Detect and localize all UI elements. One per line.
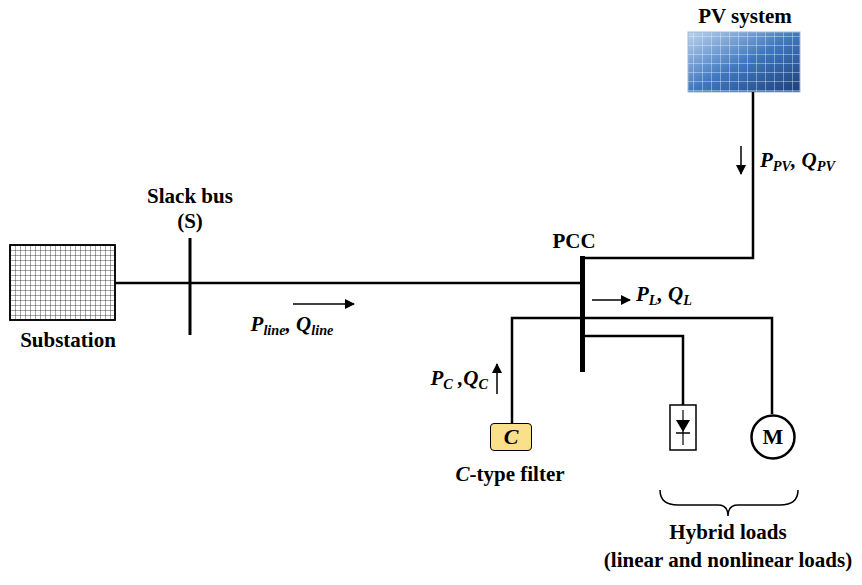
load-caption: Hybrid loads <box>669 520 786 544</box>
subscript: PV <box>817 158 835 174</box>
label-text: Substation <box>20 328 116 352</box>
pv-line <box>583 92 753 258</box>
substation-label: Substation <box>20 328 116 352</box>
filter-box: C <box>490 423 532 451</box>
label-text: PCC <box>552 229 595 253</box>
slack-bus-bar <box>189 238 192 335</box>
subscript: L <box>683 292 692 308</box>
substation-grid <box>10 245 115 320</box>
label-text: PV system <box>698 4 792 28</box>
feeder-line <box>115 282 583 285</box>
label-text: ,Q <box>453 366 479 390</box>
flow-arrow <box>496 364 498 394</box>
subscript: line <box>263 322 285 338</box>
bus-label: PCC <box>552 229 595 253</box>
subscript: C <box>478 376 488 392</box>
label-text: , Q <box>658 282 684 306</box>
subscript: PV <box>773 158 791 174</box>
flow-arrow <box>740 146 742 174</box>
load-line <box>585 318 772 414</box>
node-label: C <box>504 426 519 448</box>
power-flow-label: Pline, Qline <box>251 312 334 339</box>
motor-outline <box>752 416 795 459</box>
label-text: , Q <box>286 312 312 336</box>
power-flow-label: PPV, QPV <box>760 148 835 175</box>
label-text: P <box>760 148 773 172</box>
label-text: C <box>455 462 469 486</box>
bus-label: Slack bus <box>147 184 233 208</box>
pv-cells <box>688 32 800 92</box>
motor-circle: M <box>750 414 796 460</box>
bus-label: (S) <box>177 209 203 233</box>
subscript: line <box>311 322 333 338</box>
label-text: Slack bus <box>147 184 233 208</box>
label-text: (S) <box>177 209 203 233</box>
label-text: (linear and nonlinear loads) <box>604 548 852 572</box>
pcc-bus-bar <box>580 256 585 372</box>
node-label: M <box>763 426 784 448</box>
group-bracket <box>660 490 798 516</box>
rectifier-line <box>585 336 683 405</box>
diode-symbol <box>676 420 690 432</box>
label-text: P <box>430 366 443 390</box>
substation-box <box>10 245 115 320</box>
pv-title: PV system <box>698 4 792 28</box>
flow-arrow <box>592 299 630 301</box>
subscript: C <box>443 376 453 392</box>
label-text: P <box>251 312 264 336</box>
label-text: Hybrid loads <box>669 520 786 544</box>
label-text: P <box>636 282 649 306</box>
flow-arrow <box>293 303 354 305</box>
label-text: , Q <box>791 148 817 172</box>
power-flow-label: PL, QL <box>636 282 692 309</box>
filter-line <box>512 318 580 424</box>
pv-panel <box>688 32 800 92</box>
diode-symbol <box>676 432 690 434</box>
load-caption: (linear and nonlinear loads) <box>604 548 852 572</box>
subscript: L <box>649 292 658 308</box>
power-flow-label: PC ,QC <box>430 366 488 393</box>
label-text: -type filter <box>469 462 564 486</box>
filter-caption: C-type filter <box>455 462 564 486</box>
rectifier-box <box>670 405 696 450</box>
